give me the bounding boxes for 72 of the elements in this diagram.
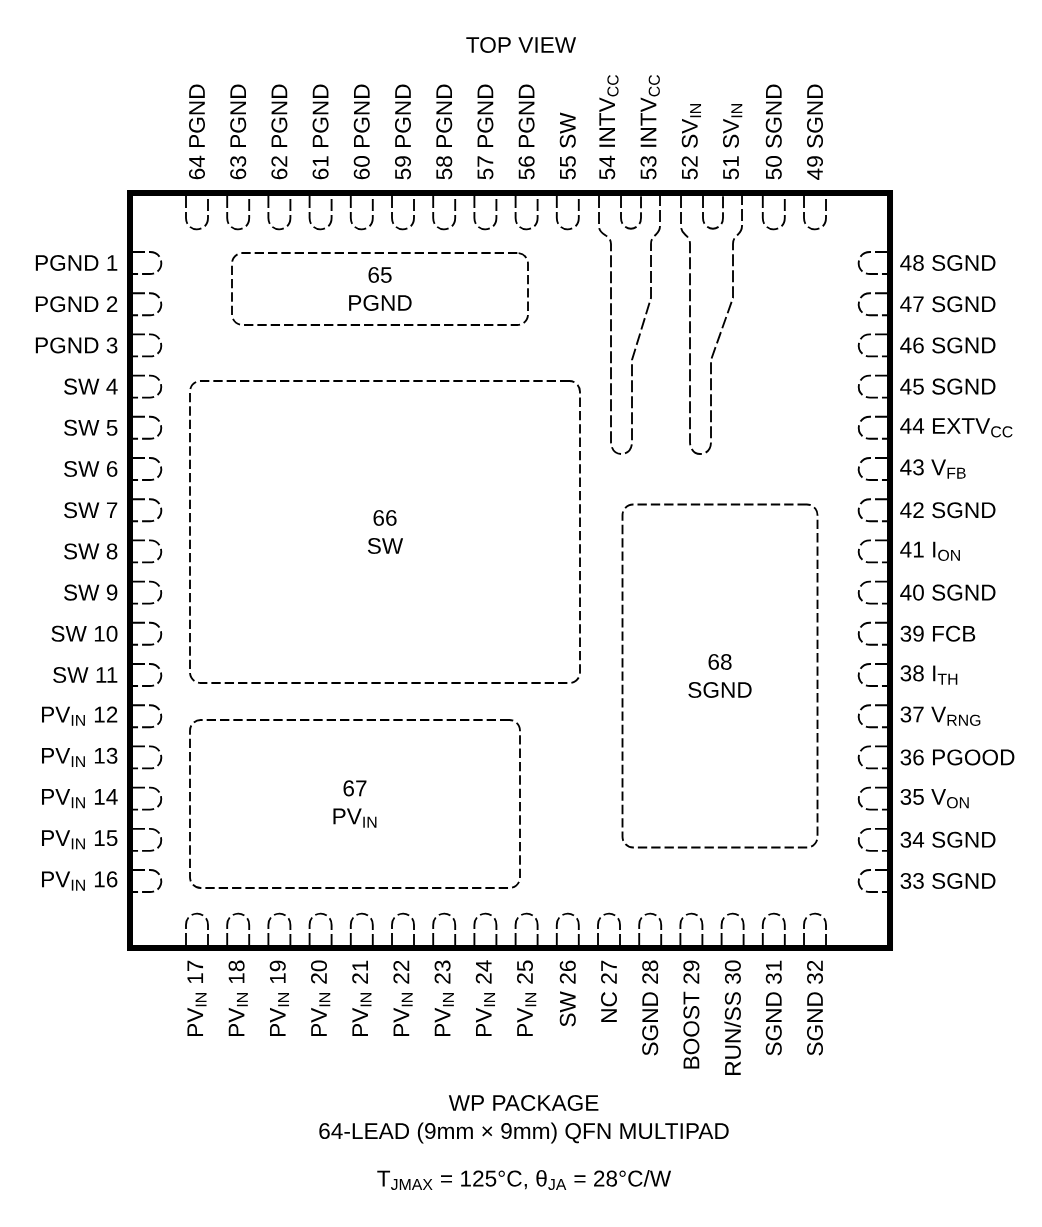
pin-label: PV$_{IN}$ 21 <box>352 960 372 1037</box>
pin-label: 45 SGND <box>900 378 996 395</box>
exposed-pad: 68 SGND <box>621 503 819 849</box>
pin-label: 36 PGOOD <box>900 749 1015 766</box>
pin-label: 63 PGND <box>230 84 247 180</box>
exposed-pad: 67 PV$_{IN}$ <box>189 719 521 889</box>
pin-label: 50 SGND <box>765 84 782 180</box>
pin-label: PGND 3 <box>35 337 118 354</box>
pin-label: RUN/SS 30 <box>724 960 741 1075</box>
pin-label: PV$_{IN}$ 12 <box>42 706 118 726</box>
pin-label: SW 6 <box>64 461 118 478</box>
pin-label: 60 PGND <box>353 84 370 180</box>
pin-label: 41 I$_{ON}$ <box>900 541 960 561</box>
pin-label: 51 SV$_{IN}$ <box>722 104 743 180</box>
pin-label: BOOST 29 <box>683 960 700 1069</box>
pin-label: PV$_{IN}$ 23 <box>434 960 454 1037</box>
pin-label: SW 11 <box>53 667 118 684</box>
pin-label: 39 FCB <box>900 625 976 642</box>
pin-label: SW 8 <box>64 543 118 560</box>
pin-label: 47 SGND <box>900 296 996 313</box>
pin-label: 33 SGND <box>900 873 996 890</box>
pin-label: PV$_{IN}$ 18 <box>228 960 248 1037</box>
pin-label: SW 7 <box>64 502 118 519</box>
pin-label: 40 SGND <box>900 584 996 601</box>
pin-label: 52 SV$_{IN}$ <box>681 104 702 180</box>
pin-label: PV$_{IN}$ 20 <box>310 960 331 1037</box>
package-label: 64-LEAD (9mm × 9mm) QFN MULTIPAD <box>319 1122 729 1144</box>
pin-label: 57 PGND <box>477 84 494 180</box>
package-label: WP PACKAGE <box>448 1095 599 1112</box>
pin-label: SGND 31 <box>765 960 782 1056</box>
pin-label: PGND 2 <box>35 296 118 313</box>
pin-label: 38 I$_{TH}$ <box>900 665 958 685</box>
package-label: T$_{JMAX}$ = 125°C, θ$_{JA}$ = 28°C/W <box>377 1170 672 1190</box>
pin-label: 46 SGND <box>900 337 996 354</box>
pin-label: SGND 28 <box>642 960 659 1056</box>
pin-label: 37 V$_{RNG}$ <box>900 706 981 726</box>
pin-label: PV$_{IN}$ 13 <box>42 747 118 768</box>
pin-label: SW 26 <box>559 960 576 1027</box>
pin-label: 62 PGND <box>271 84 288 180</box>
pin-label: 49 SGND <box>807 84 824 180</box>
pin-label: PV$_{IN}$ 16 <box>42 871 118 891</box>
pin-label: 61 PGND <box>312 84 329 180</box>
exposed-pad: 65 PGND <box>231 252 529 326</box>
pin-label: NC 27 <box>601 960 618 1022</box>
pin-label: 55 SW <box>559 112 576 180</box>
pin-label: 42 SGND <box>900 502 996 519</box>
pin-label: 53 INTV$_{CC}$ <box>640 74 660 180</box>
pin-label: SW 5 <box>64 419 118 436</box>
pin-label: PV$_{IN}$ 19 <box>269 960 290 1037</box>
pin-label: PV$_{IN}$ 17 <box>187 960 207 1037</box>
pin-label: 59 PGND <box>395 84 412 180</box>
pin-label: 64 PGND <box>189 84 206 180</box>
pin-label: PV$_{IN}$ 15 <box>42 830 118 850</box>
pin-label: SW 4 <box>64 378 118 395</box>
pin-label: PGND 1 <box>35 254 118 272</box>
pin-label: SGND 32 <box>807 960 824 1056</box>
pin-label: 35 V$_{ON}$ <box>900 788 969 809</box>
pin-label: 48 SGND <box>900 254 996 272</box>
exposed-pad: 66 SW <box>189 380 581 684</box>
pin-label: 58 PGND <box>436 84 453 180</box>
pin-label: PV$_{IN}$ 14 <box>42 789 118 809</box>
pin-label: SW 10 <box>51 625 118 642</box>
pin-label: 54 INTV$_{CC}$ <box>599 74 619 180</box>
pin-label: PV$_{IN}$ 25 <box>516 960 537 1037</box>
pin-label: SW 9 <box>64 584 118 601</box>
view-title: TOP VIEW <box>466 36 577 54</box>
pin-label: 43 V$_{FB}$ <box>900 459 966 479</box>
pin-label: PV$_{IN}$ 24 <box>475 960 496 1037</box>
pin-label: 56 PGND <box>518 84 535 180</box>
pin-label: 44 EXTV$_{CC}$ <box>900 418 1013 438</box>
pin-label: 34 SGND <box>900 831 996 848</box>
pin-label: PV$_{IN}$ 22 <box>393 960 413 1037</box>
